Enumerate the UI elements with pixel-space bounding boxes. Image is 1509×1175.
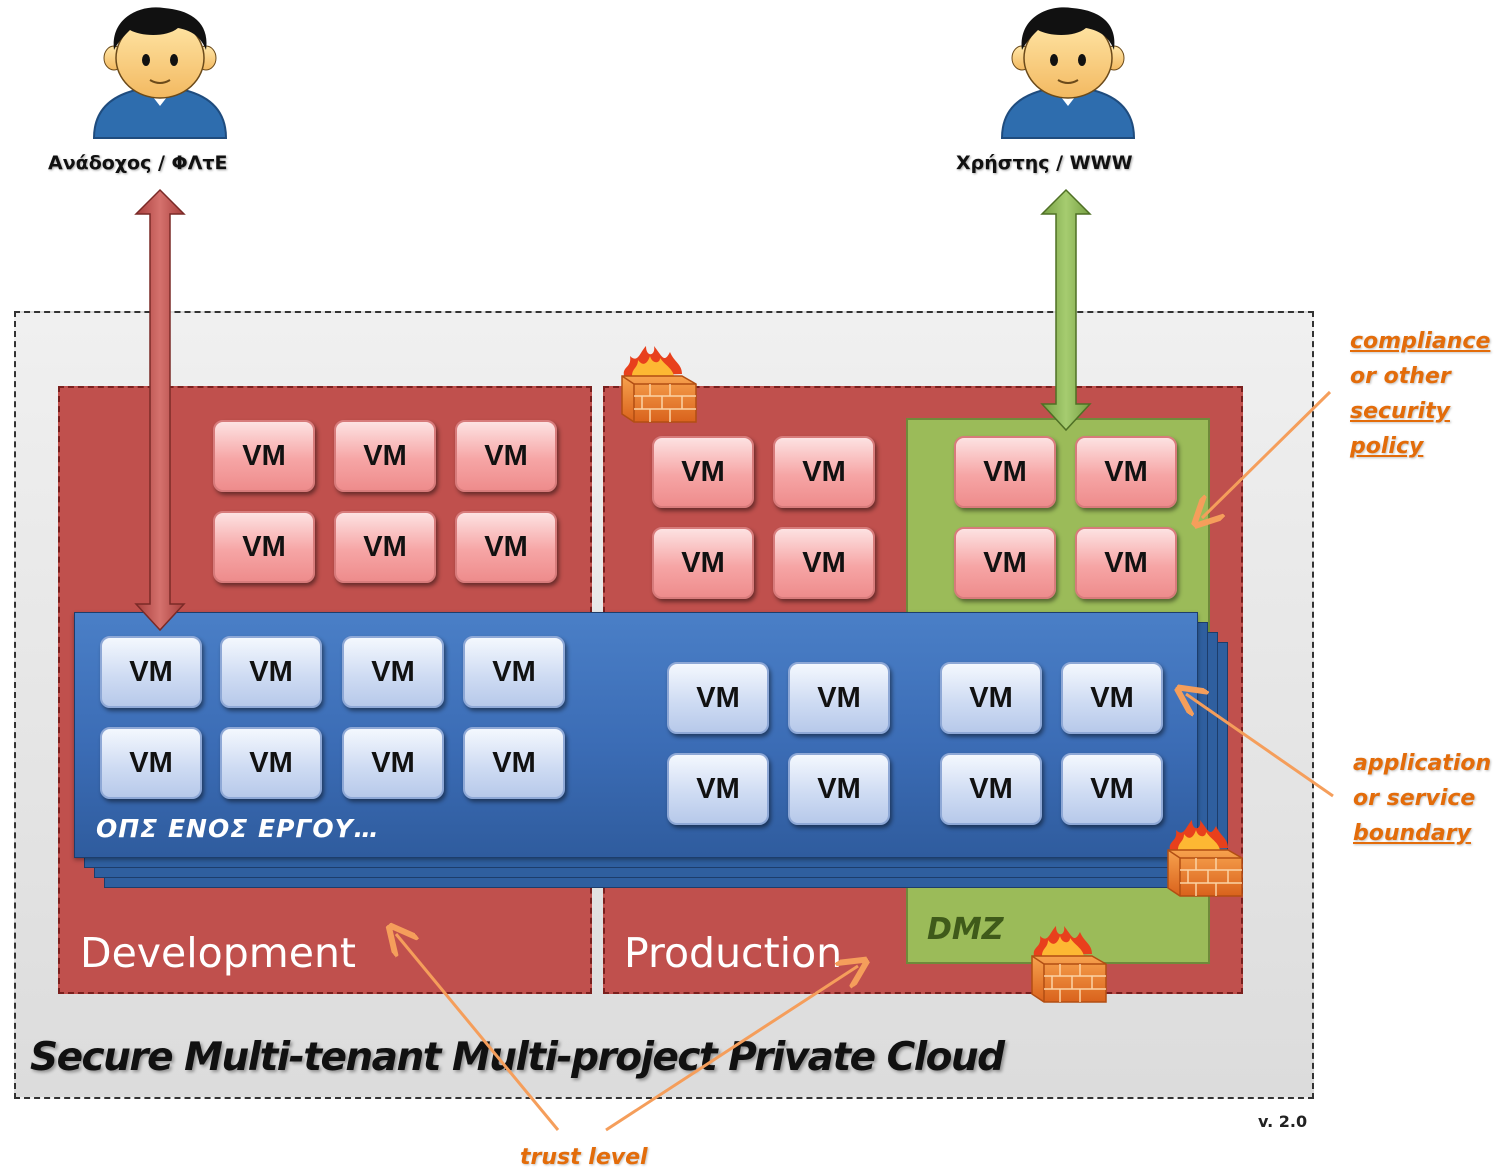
annotation-line: boundary xyxy=(1353,821,1471,846)
vm-box: VM xyxy=(334,511,436,583)
user-access-arrow xyxy=(1040,188,1092,432)
vm-box: VM xyxy=(773,436,875,508)
vm-box: VM xyxy=(652,436,754,508)
vm-box: VM xyxy=(954,527,1056,599)
cloud-title: Secure Multi-tenant Multi-project Privat… xyxy=(30,1035,1005,1080)
vm-box: VM xyxy=(463,636,565,708)
vm-box: VM xyxy=(100,727,202,799)
vm-box: VM xyxy=(100,636,202,708)
pointer-arrow-icon xyxy=(1202,390,1332,518)
vm-box: VM xyxy=(220,727,322,799)
annotation-line: or service xyxy=(1353,786,1476,811)
annotation-pointers xyxy=(396,390,1334,1132)
vm-box: VM xyxy=(773,527,875,599)
vm-box: VM xyxy=(342,727,444,799)
vm-box: VM xyxy=(342,636,444,708)
vm-box: VM xyxy=(1061,753,1163,825)
vm-box: VM xyxy=(940,662,1042,734)
vm-box: VM xyxy=(954,436,1056,508)
version-label: v. 2.0 xyxy=(1258,1112,1308,1131)
vm-box: VM xyxy=(213,420,315,492)
pointer-arrow-icon xyxy=(396,934,560,1131)
vm-box: VM xyxy=(463,727,565,799)
vm-box: VM xyxy=(455,511,557,583)
annotation-line: or other xyxy=(1350,364,1451,389)
vm-box: VM xyxy=(788,753,890,825)
firewall-icon xyxy=(621,345,697,423)
dmz-zone-label: DMZ xyxy=(927,912,1004,947)
vm-box: VM xyxy=(1075,527,1177,599)
vm-box: VM xyxy=(788,662,890,734)
vm-box: VM xyxy=(334,420,436,492)
boundary-annotation: application or service boundary xyxy=(1353,746,1491,851)
annotation-line: security xyxy=(1350,399,1450,424)
pointer-arrow-icon xyxy=(605,966,858,1132)
annotation-line: policy xyxy=(1350,434,1424,459)
development-zone-label: Development xyxy=(80,929,357,977)
vm-box: VM xyxy=(667,753,769,825)
contractor-access-arrow xyxy=(134,188,186,632)
compliance-annotation: compliance or other security policy xyxy=(1350,324,1490,464)
vm-box: VM xyxy=(1075,436,1177,508)
www-user-icon xyxy=(1001,6,1135,140)
vm-box: VM xyxy=(455,420,557,492)
firewall-icon xyxy=(1031,925,1107,1003)
production-zone-label: Production xyxy=(624,929,843,977)
trust-level-annotation: trust level xyxy=(520,1145,648,1170)
annotation-line: compliance xyxy=(1350,329,1491,354)
vm-box: VM xyxy=(220,636,322,708)
vm-box: VM xyxy=(940,753,1042,825)
annotation-line: application xyxy=(1353,751,1492,776)
contractor-label: Ανάδοχος / ΦΛτΕ xyxy=(48,152,228,174)
contractor-user-icon xyxy=(93,6,227,140)
vm-box: VM xyxy=(1061,662,1163,734)
project-label: ΟΠΣ ΕΝΟΣ ΕΡΓΟΥ… xyxy=(96,814,380,843)
user-label: Χρήστης / WWW xyxy=(956,152,1133,174)
pointer-arrow-icon xyxy=(1186,694,1334,798)
vm-box: VM xyxy=(652,527,754,599)
vm-box: VM xyxy=(667,662,769,734)
firewall-icon xyxy=(1167,819,1243,897)
vm-box: VM xyxy=(213,511,315,583)
